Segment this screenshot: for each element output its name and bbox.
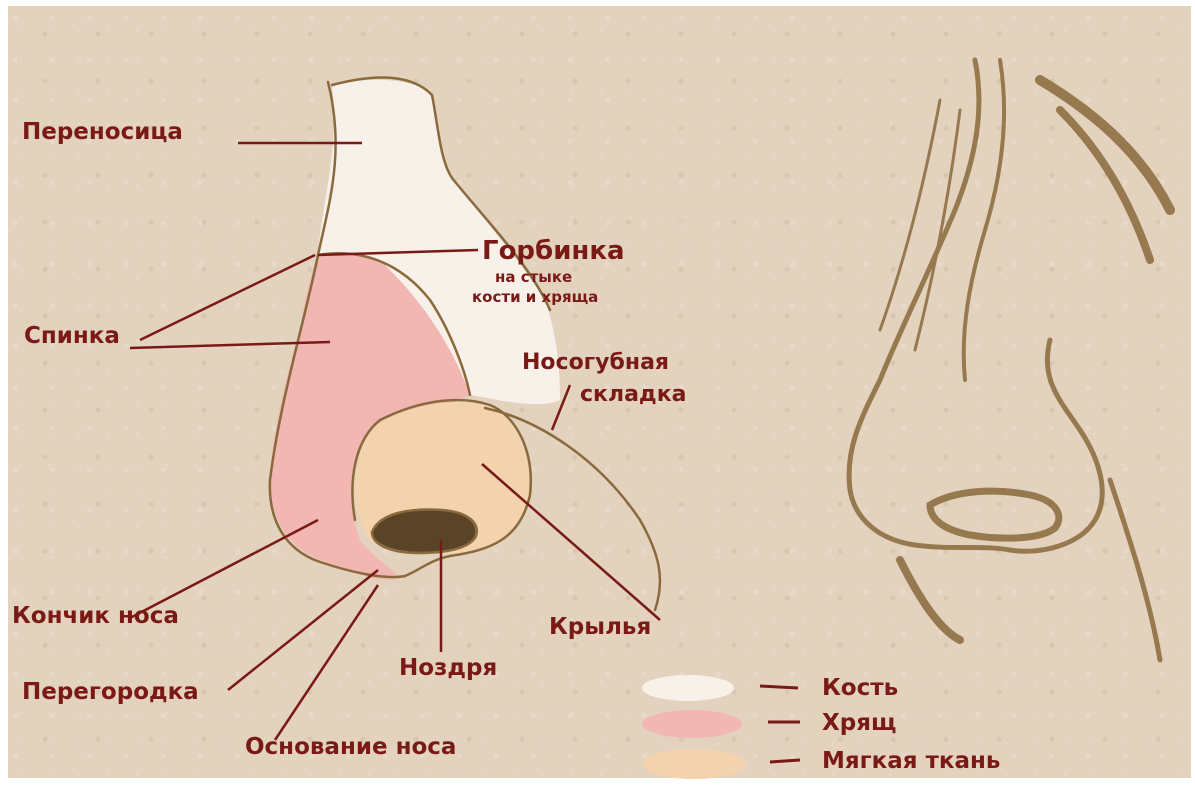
label-nasolabial-2: складка <box>580 384 686 406</box>
label-hump: Горбинка <box>482 238 625 264</box>
sketch-nose-right <box>849 60 1170 660</box>
legend-dashes <box>760 686 800 762</box>
legend-swatch-cartilage <box>642 710 742 738</box>
label-dorsum: Спинка <box>24 325 120 348</box>
legend-label-soft-tissue: Мягкая ткань <box>822 750 1000 773</box>
label-nasolabial-1: Носогубная <box>522 352 669 374</box>
label-base: Основание носа <box>245 736 456 759</box>
legend-swatch-soft-tissue <box>642 749 746 779</box>
legend-label-cartilage: Хрящ <box>822 712 896 735</box>
label-hump-note-1: на стыке <box>495 270 572 285</box>
label-septum: Перегородка <box>22 681 199 704</box>
label-hump-note-2: кости и хряща <box>472 290 598 305</box>
label-wings: Крылья <box>549 616 651 639</box>
legend-swatch-bone <box>642 675 734 701</box>
label-tip: Кончик носа <box>12 605 179 628</box>
label-bridge: Переносица <box>22 121 183 144</box>
legend-swatches <box>642 675 746 779</box>
label-nostril: Ноздря <box>399 657 497 680</box>
legend-label-bone: Кость <box>822 677 898 700</box>
